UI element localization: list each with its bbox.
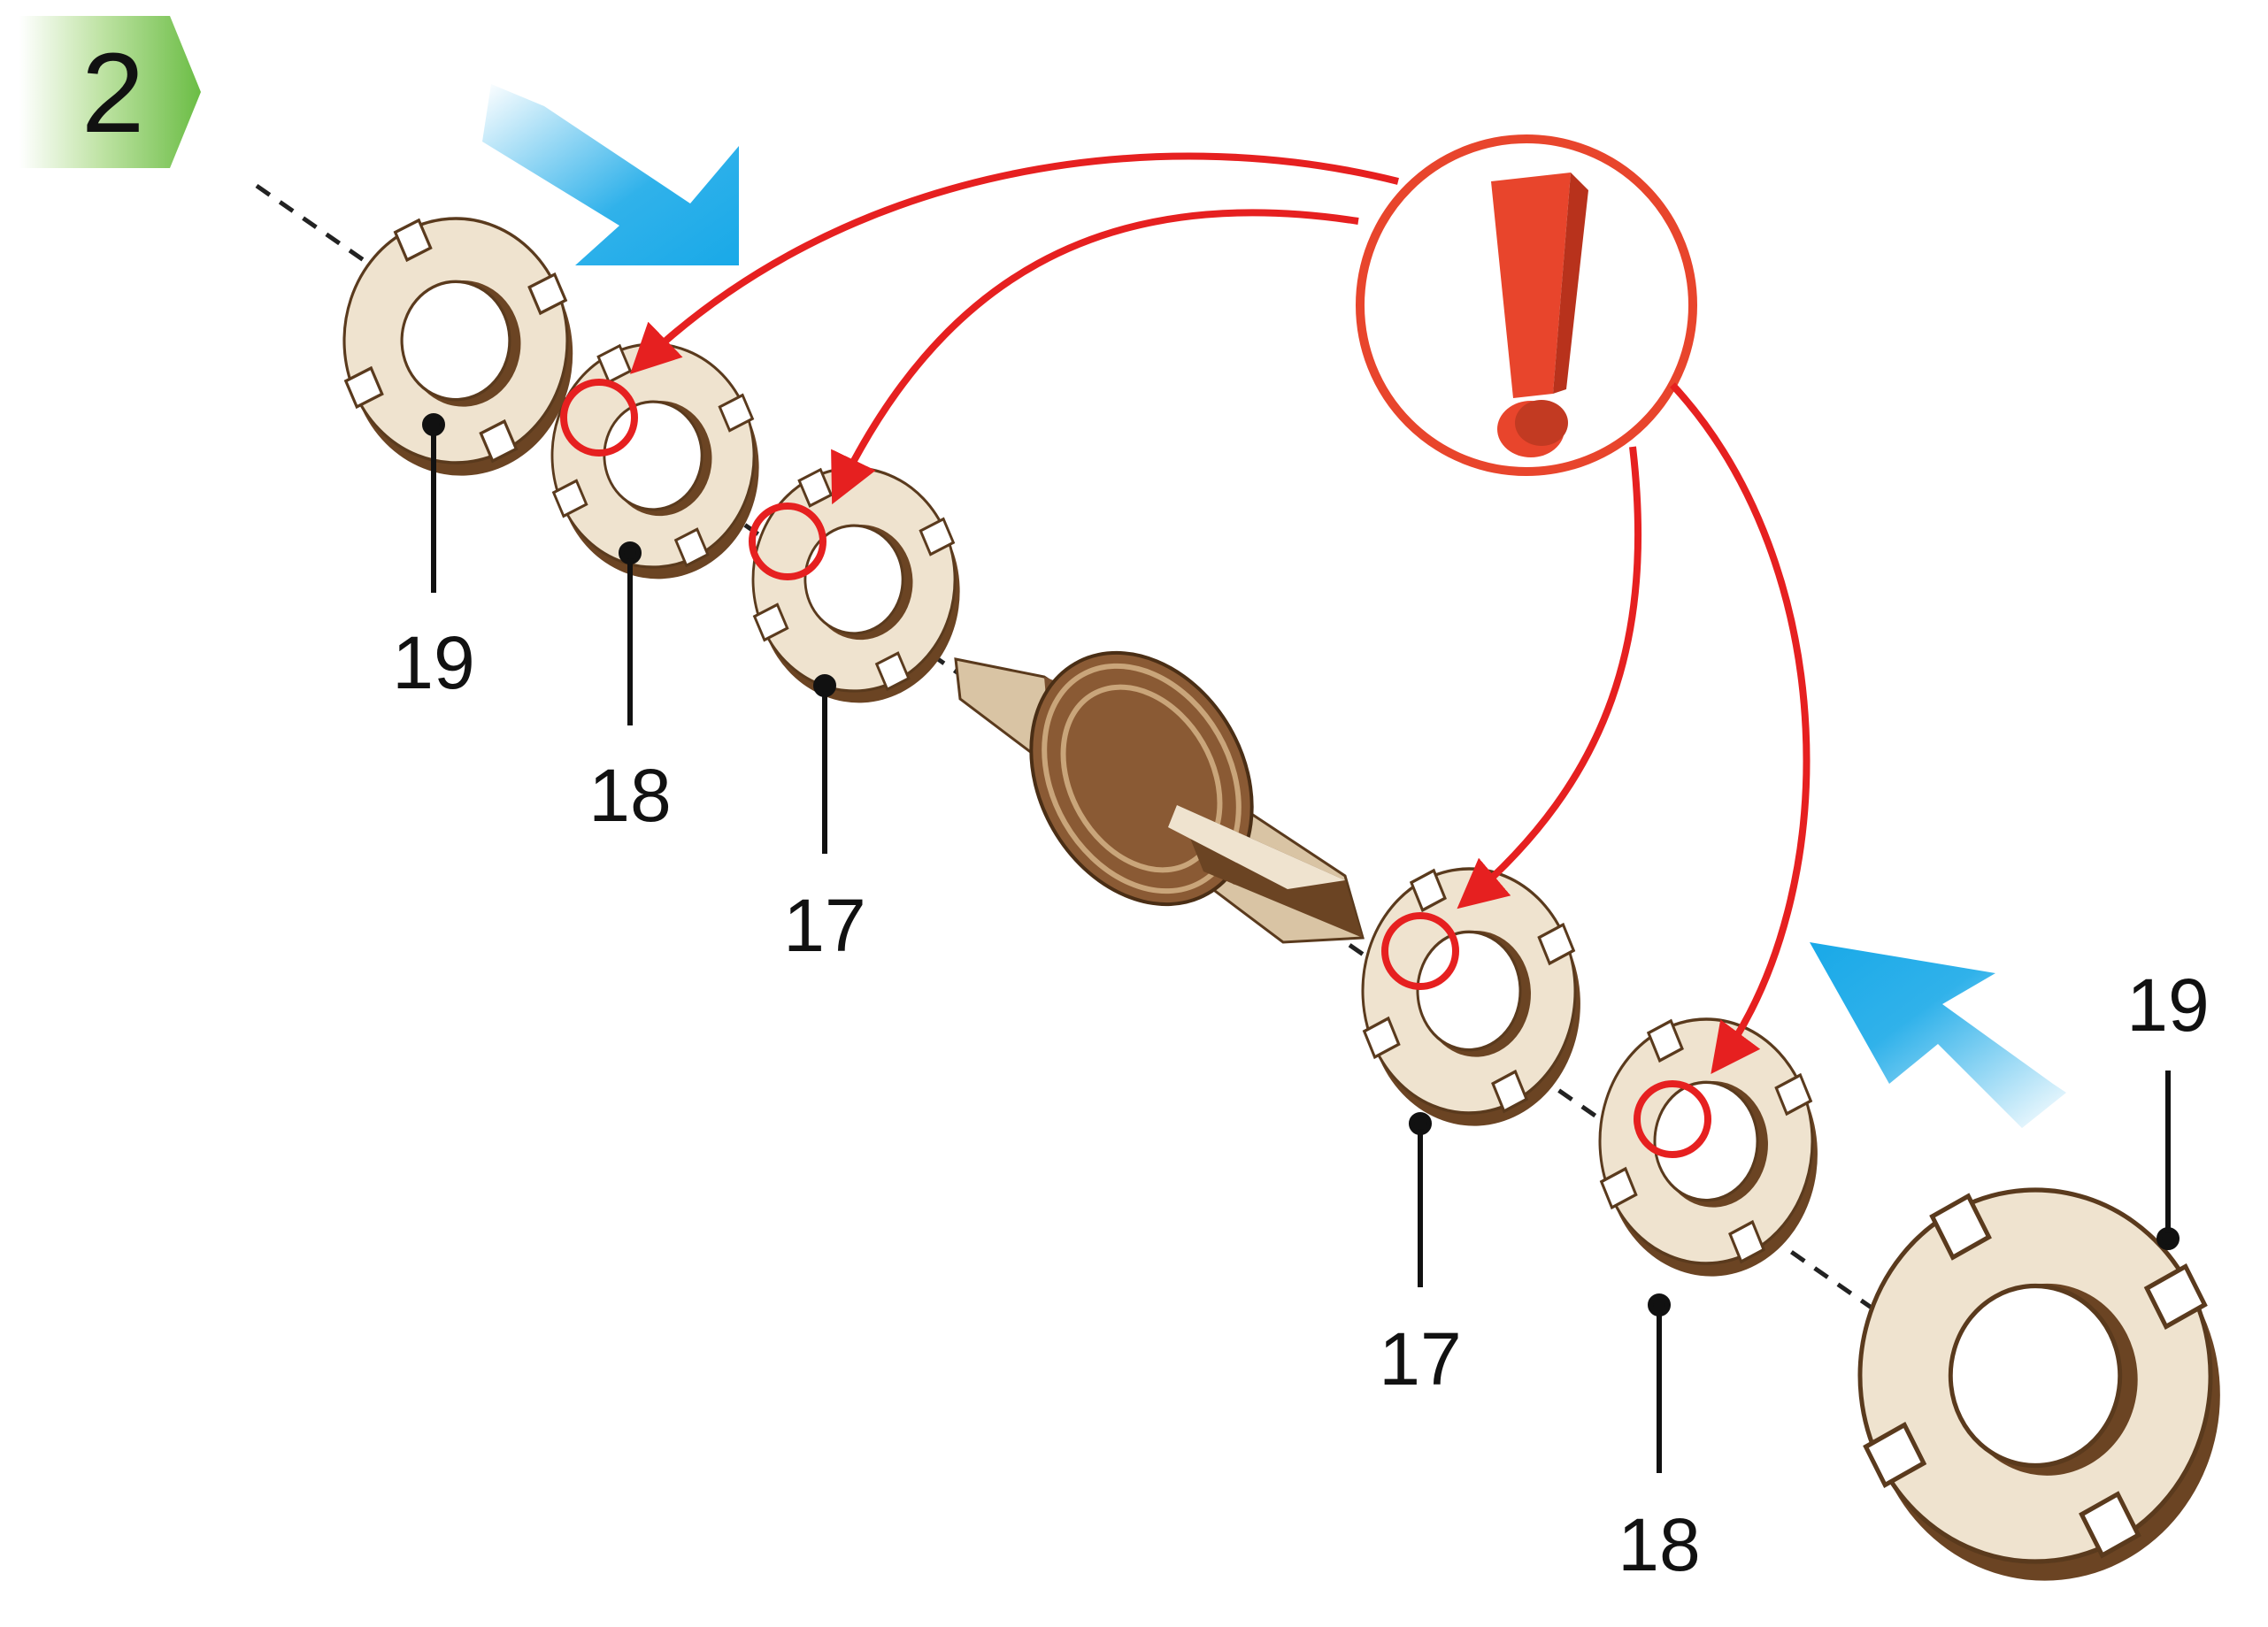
step-badge: 2 xyxy=(19,16,201,168)
alignment-mark-icon xyxy=(1381,912,1459,990)
part-label: 18 xyxy=(1618,1503,1700,1586)
part-label: 19 xyxy=(2126,963,2209,1047)
part-label: 17 xyxy=(1379,1317,1461,1401)
shaft-part xyxy=(954,650,1365,944)
step-number: 2 xyxy=(81,30,145,157)
pointer-arrow xyxy=(1670,382,1811,1074)
direction-arrow-icon xyxy=(482,84,739,265)
step-badge-shape xyxy=(19,16,201,168)
washer-part-18-right xyxy=(1558,971,1857,1320)
alignment-mark-icon xyxy=(560,379,638,457)
washer-part-17-right xyxy=(1321,821,1620,1170)
part-label: 18 xyxy=(588,754,671,837)
direction-arrow-icon xyxy=(1810,942,2066,1128)
alignment-mark-icon xyxy=(1634,1080,1711,1158)
part-label: 19 xyxy=(392,621,474,704)
alignment-mark-icon xyxy=(749,503,826,580)
part-label: 17 xyxy=(783,884,865,967)
pointer-arrow xyxy=(1457,446,1642,909)
washer-part-19-right xyxy=(1790,1117,2268,1627)
leader-lines xyxy=(422,413,2180,1473)
exclamation-warning-icon xyxy=(1356,134,1697,476)
pointer-arrow xyxy=(629,152,1399,374)
pointer-arrow xyxy=(831,209,1359,505)
